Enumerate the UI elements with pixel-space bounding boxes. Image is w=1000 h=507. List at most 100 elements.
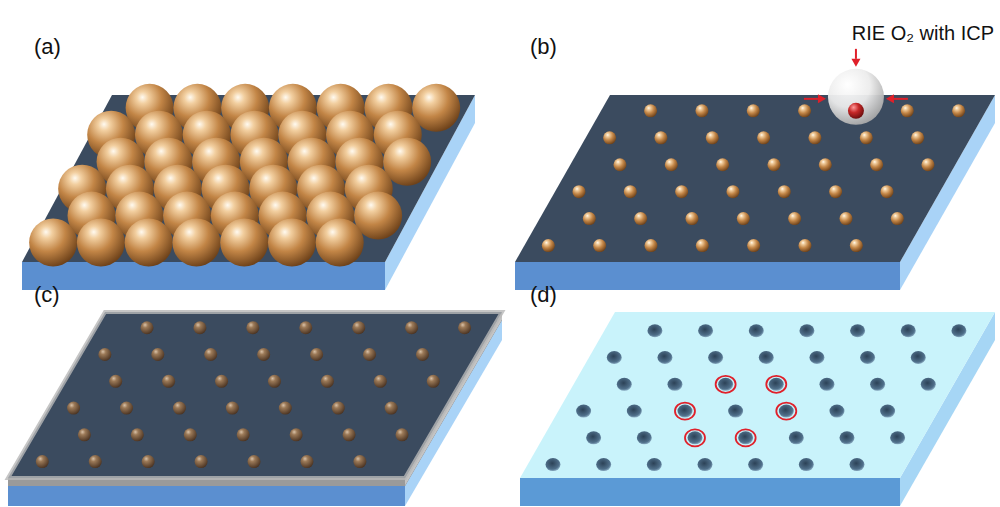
nanohole (870, 378, 885, 391)
etched-sphere (675, 185, 688, 198)
etched-sphere (788, 212, 801, 225)
etched-sphere (716, 158, 729, 171)
nanohole (819, 378, 834, 391)
etched-sphere (747, 239, 760, 252)
nanohole (748, 458, 763, 471)
coated-sphere (385, 402, 398, 415)
coated-sphere (142, 455, 155, 468)
nanohole (698, 324, 713, 337)
etched-sphere (952, 104, 965, 117)
polystyrene-sphere (172, 219, 220, 267)
coated-sphere (248, 455, 261, 468)
etched-sphere (654, 131, 667, 144)
slab-front (8, 486, 405, 506)
coated-sphere (184, 428, 197, 441)
coated-sphere (109, 375, 122, 388)
etched-sphere (613, 158, 626, 171)
slab-top (515, 95, 995, 262)
etch-arrowhead (886, 94, 894, 103)
nanohole (799, 324, 814, 337)
original-sphere-outline (828, 69, 884, 125)
coated-sphere (299, 321, 312, 334)
nanohole (596, 458, 611, 471)
nanohole (849, 458, 864, 471)
coated-sphere (374, 375, 387, 388)
etch-arrow (855, 49, 857, 59)
nanohole (911, 351, 926, 364)
etched-sphere (572, 185, 585, 198)
etched-sphere (542, 239, 555, 252)
nanohole (809, 351, 824, 364)
nanohole (890, 431, 905, 444)
polystyrene-sphere (29, 219, 77, 267)
coated-sphere (343, 428, 356, 441)
nanohole (789, 431, 804, 444)
coated-sphere (140, 321, 153, 334)
coated-sphere (458, 321, 471, 334)
nanohole (657, 351, 672, 364)
nanohole (749, 324, 764, 337)
coated-sphere (151, 348, 164, 361)
nanohole (829, 405, 844, 418)
coated-sphere (257, 348, 270, 361)
nanohole (951, 324, 966, 337)
slab-front (515, 262, 900, 290)
nanohole (697, 458, 712, 471)
nanohole (545, 458, 560, 471)
etched-sphere (706, 131, 719, 144)
nanohole (667, 378, 682, 391)
shrunk-sphere (848, 103, 864, 119)
nanohole (586, 431, 601, 444)
nanohole (718, 378, 733, 391)
polystyrene-sphere (125, 219, 173, 267)
panel-b (515, 49, 995, 290)
coated-sphere (363, 348, 376, 361)
nanohole (850, 324, 865, 337)
etched-sphere (665, 158, 678, 171)
etched-sphere (634, 212, 647, 225)
nanohole (607, 351, 622, 364)
coated-sphere (98, 348, 111, 361)
nanohole (677, 405, 692, 418)
coated-sphere (237, 428, 250, 441)
coated-sphere (162, 375, 175, 388)
etched-sphere (583, 212, 596, 225)
polystyrene-sphere (220, 219, 268, 267)
nanohole (759, 351, 774, 364)
coated-sphere (89, 455, 102, 468)
nanohole (647, 324, 662, 337)
nanohole (799, 458, 814, 471)
etched-sphere (603, 131, 616, 144)
coated-sphere (352, 321, 365, 334)
etched-sphere (870, 158, 883, 171)
etched-sphere (911, 131, 924, 144)
film-rim (8, 312, 502, 478)
etch-arrow (804, 98, 818, 100)
nanohole (647, 458, 662, 471)
slab-front (520, 478, 900, 506)
nanohole (738, 431, 753, 444)
nanohole (617, 378, 632, 391)
coated-sphere (427, 375, 440, 388)
etched-sphere (798, 104, 811, 117)
coated-sphere (215, 375, 228, 388)
nanohole (769, 378, 784, 391)
etched-sphere (624, 185, 637, 198)
etched-sphere (850, 239, 863, 252)
panel-d (520, 312, 995, 506)
coated-sphere (193, 321, 206, 334)
etched-sphere (901, 104, 914, 117)
etched-sphere (644, 239, 657, 252)
coated-sphere (131, 428, 144, 441)
panel-c (8, 312, 502, 506)
etched-sphere (767, 158, 780, 171)
etched-sphere (839, 212, 852, 225)
panel-label: (a) (34, 34, 61, 59)
etched-sphere (798, 239, 811, 252)
etched-sphere (860, 131, 873, 144)
nanohole (860, 351, 875, 364)
nanohole (637, 431, 652, 444)
panel-a (22, 84, 475, 290)
